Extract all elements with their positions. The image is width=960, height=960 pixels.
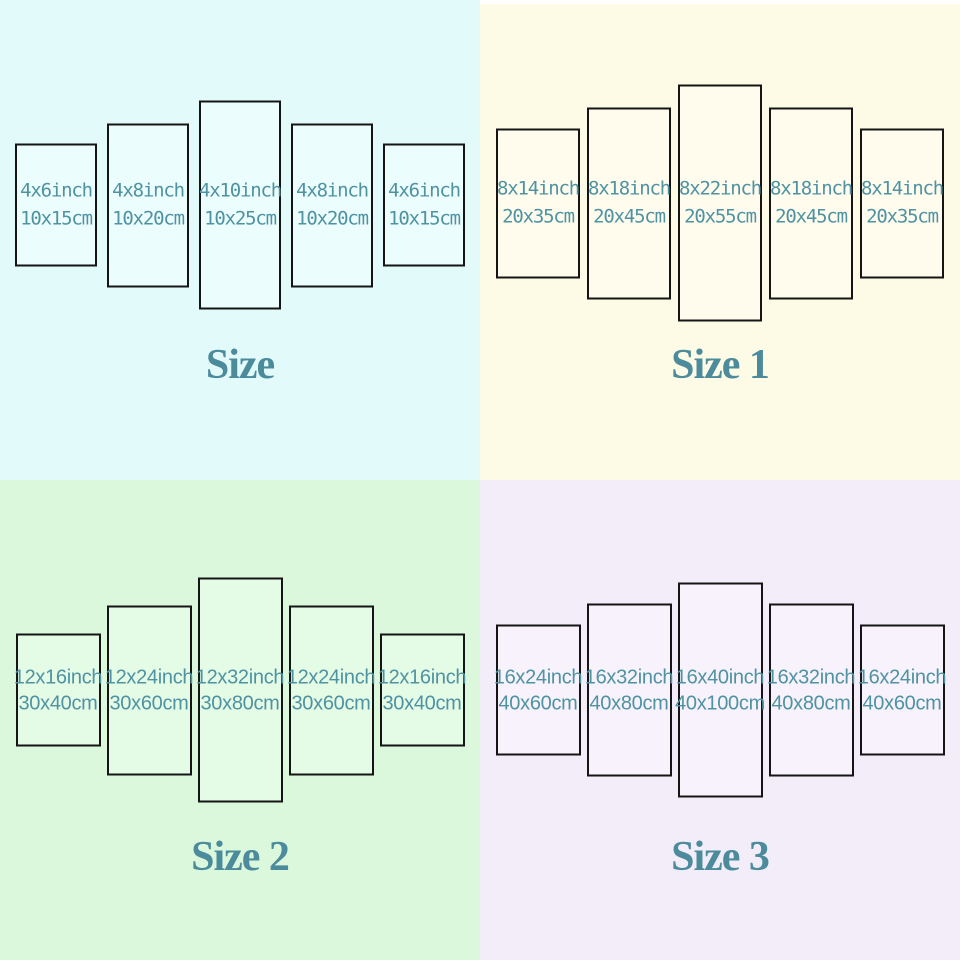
panel-size-inch: 12x16inch (13, 666, 103, 688)
panel-size-inch: 4x10inch (199, 179, 282, 202)
quadrant-size-3: 16x24inch 40x60cm 16x32inch 40x80cm 16x4… (480, 480, 960, 960)
panel-5: 16x24inch 40x60cm (857, 624, 947, 756)
panel-3: 4x10inch 10x25cm (199, 100, 282, 310)
panel-1: 8x14inch 20x35cm (496, 128, 580, 278)
panel-size-cm: 40x100cm (675, 692, 765, 714)
panel-size-inch: 12x24inch (104, 666, 194, 688)
quadrant-title: Size 1 (671, 342, 770, 388)
panel-3: 12x32inch 30x80cm (195, 577, 285, 803)
panel-row: 8x14inch 20x35cm 8x18inch 20x45cm 8x22in… (480, 84, 960, 322)
panel-size-cm: 20x55cm (684, 205, 757, 227)
panel-size-inch: 12x32inch (195, 666, 285, 688)
panel-label: 12x24inch 30x60cm (104, 664, 194, 716)
panel-size-cm: 10x20cm (296, 207, 369, 229)
panel-size-cm: 40x60cm (498, 692, 578, 714)
panel-size-inch: 8x22inch (679, 177, 762, 200)
panel-label: 16x32inch 40x80cm (584, 664, 674, 716)
panel-3: 16x40inch 40x100cm (675, 582, 765, 798)
panel-2: 12x24inch 30x60cm (104, 605, 194, 775)
panel-size-inch: 16x24inch (493, 666, 583, 688)
panel-label: 8x14inch 20x35cm (497, 175, 580, 230)
panel-label: 4x10inch 10x25cm (199, 177, 282, 232)
panel-size-cm: 30x80cm (200, 692, 280, 714)
panel-5: 4x6inch 10x15cm (383, 143, 465, 267)
panel-row: 12x16inch 30x40cm 12x24inch 30x60cm 12x3… (0, 577, 480, 803)
panel-size-cm: 20x45cm (775, 205, 848, 227)
panel-label: 16x24inch 40x60cm (857, 664, 947, 716)
quadrant-size-1: 8x14inch 20x35cm 8x18inch 20x45cm 8x22in… (480, 0, 960, 480)
panel-size-cm: 10x15cm (388, 207, 461, 229)
panel-size-inch: 12x24inch (286, 666, 376, 688)
panel-size-cm: 40x60cm (862, 692, 942, 714)
panel-size-inch: 16x24inch (857, 666, 947, 688)
panel-size-cm: 30x40cm (18, 692, 98, 714)
panel-4: 12x24inch 30x60cm (286, 605, 376, 775)
panel-5: 12x16inch 30x40cm (377, 633, 467, 747)
panel-label: 16x24inch 40x60cm (493, 664, 583, 716)
panel-2: 8x18inch 20x45cm (587, 107, 671, 299)
panel-size-cm: 20x35cm (502, 205, 575, 227)
panel-size-inch: 4x8inch (296, 179, 369, 202)
panel-4: 4x8inch 10x20cm (291, 123, 373, 287)
panel-1: 12x16inch 30x40cm (13, 633, 103, 747)
panel-size-inch: 16x32inch (766, 666, 856, 688)
panel-4: 8x18inch 20x45cm (769, 107, 853, 299)
panel-label: 8x22inch 20x55cm (679, 175, 762, 230)
panel-size-cm: 30x60cm (291, 692, 371, 714)
panel-size-cm: 40x80cm (771, 692, 851, 714)
panel-2: 16x32inch 40x80cm (584, 603, 674, 777)
panel-label: 12x32inch 30x80cm (195, 664, 285, 716)
panel-label: 12x24inch 30x60cm (286, 664, 376, 716)
panel-row: 16x24inch 40x60cm 16x32inch 40x80cm 16x4… (480, 582, 960, 798)
quadrant-title: Size 3 (671, 834, 770, 880)
panel-label: 8x18inch 20x45cm (770, 175, 853, 230)
panel-size-inch: 4x6inch (20, 179, 93, 202)
quadrant-size-2: 12x16inch 30x40cm 12x24inch 30x60cm 12x3… (0, 480, 480, 960)
panel-size-inch: 4x6inch (388, 179, 461, 202)
panel-label: 8x14inch 20x35cm (861, 175, 944, 230)
panel-size-inch: 16x32inch (584, 666, 674, 688)
panel-4: 16x32inch 40x80cm (766, 603, 856, 777)
panel-label: 12x16inch 30x40cm (13, 664, 103, 716)
panel-size-inch: 4x8inch (112, 179, 185, 202)
panel-size-inch: 8x14inch (497, 177, 580, 200)
panel-size-cm: 10x20cm (112, 207, 185, 229)
panel-size-cm: 20x45cm (593, 205, 666, 227)
quadrant-size: 4x6inch 10x15cm 4x8inch 10x20cm 4x10inch… (0, 0, 480, 480)
panel-size-cm: 10x25cm (204, 207, 277, 229)
panel-size-cm: 30x60cm (109, 692, 189, 714)
panel-size-cm: 20x35cm (866, 205, 939, 227)
panel-size-cm: 40x80cm (589, 692, 669, 714)
panel-label: 12x16inch 30x40cm (377, 664, 467, 716)
panel-size-inch: 12x16inch (377, 666, 467, 688)
panel-label: 16x40inch 40x100cm (675, 664, 765, 716)
top-white-strip (480, 0, 960, 4)
panel-size-inch: 8x14inch (861, 177, 944, 200)
panel-label: 8x18inch 20x45cm (588, 175, 671, 230)
panel-label: 4x8inch 10x20cm (296, 177, 369, 232)
panel-label: 4x8inch 10x20cm (112, 177, 185, 232)
quadrant-title: Size 2 (191, 834, 290, 880)
panel-1: 4x6inch 10x15cm (15, 143, 97, 267)
panel-row: 4x6inch 10x15cm 4x8inch 10x20cm 4x10inch… (0, 100, 480, 310)
panel-label: 4x6inch 10x15cm (20, 177, 93, 232)
panel-size-inch: 8x18inch (588, 177, 671, 200)
panel-2: 4x8inch 10x20cm (107, 123, 189, 287)
panel-label: 4x6inch 10x15cm (388, 177, 461, 232)
panel-size-inch: 8x18inch (770, 177, 853, 200)
panel-label: 16x32inch 40x80cm (766, 664, 856, 716)
panel-size-inch: 16x40inch (675, 666, 765, 688)
panel-size-cm: 10x15cm (20, 207, 93, 229)
panel-1: 16x24inch 40x60cm (493, 624, 583, 756)
panel-5: 8x14inch 20x35cm (860, 128, 944, 278)
panel-size-cm: 30x40cm (382, 692, 462, 714)
panel-3: 8x22inch 20x55cm (678, 84, 762, 322)
quadrant-title: Size (205, 342, 275, 388)
